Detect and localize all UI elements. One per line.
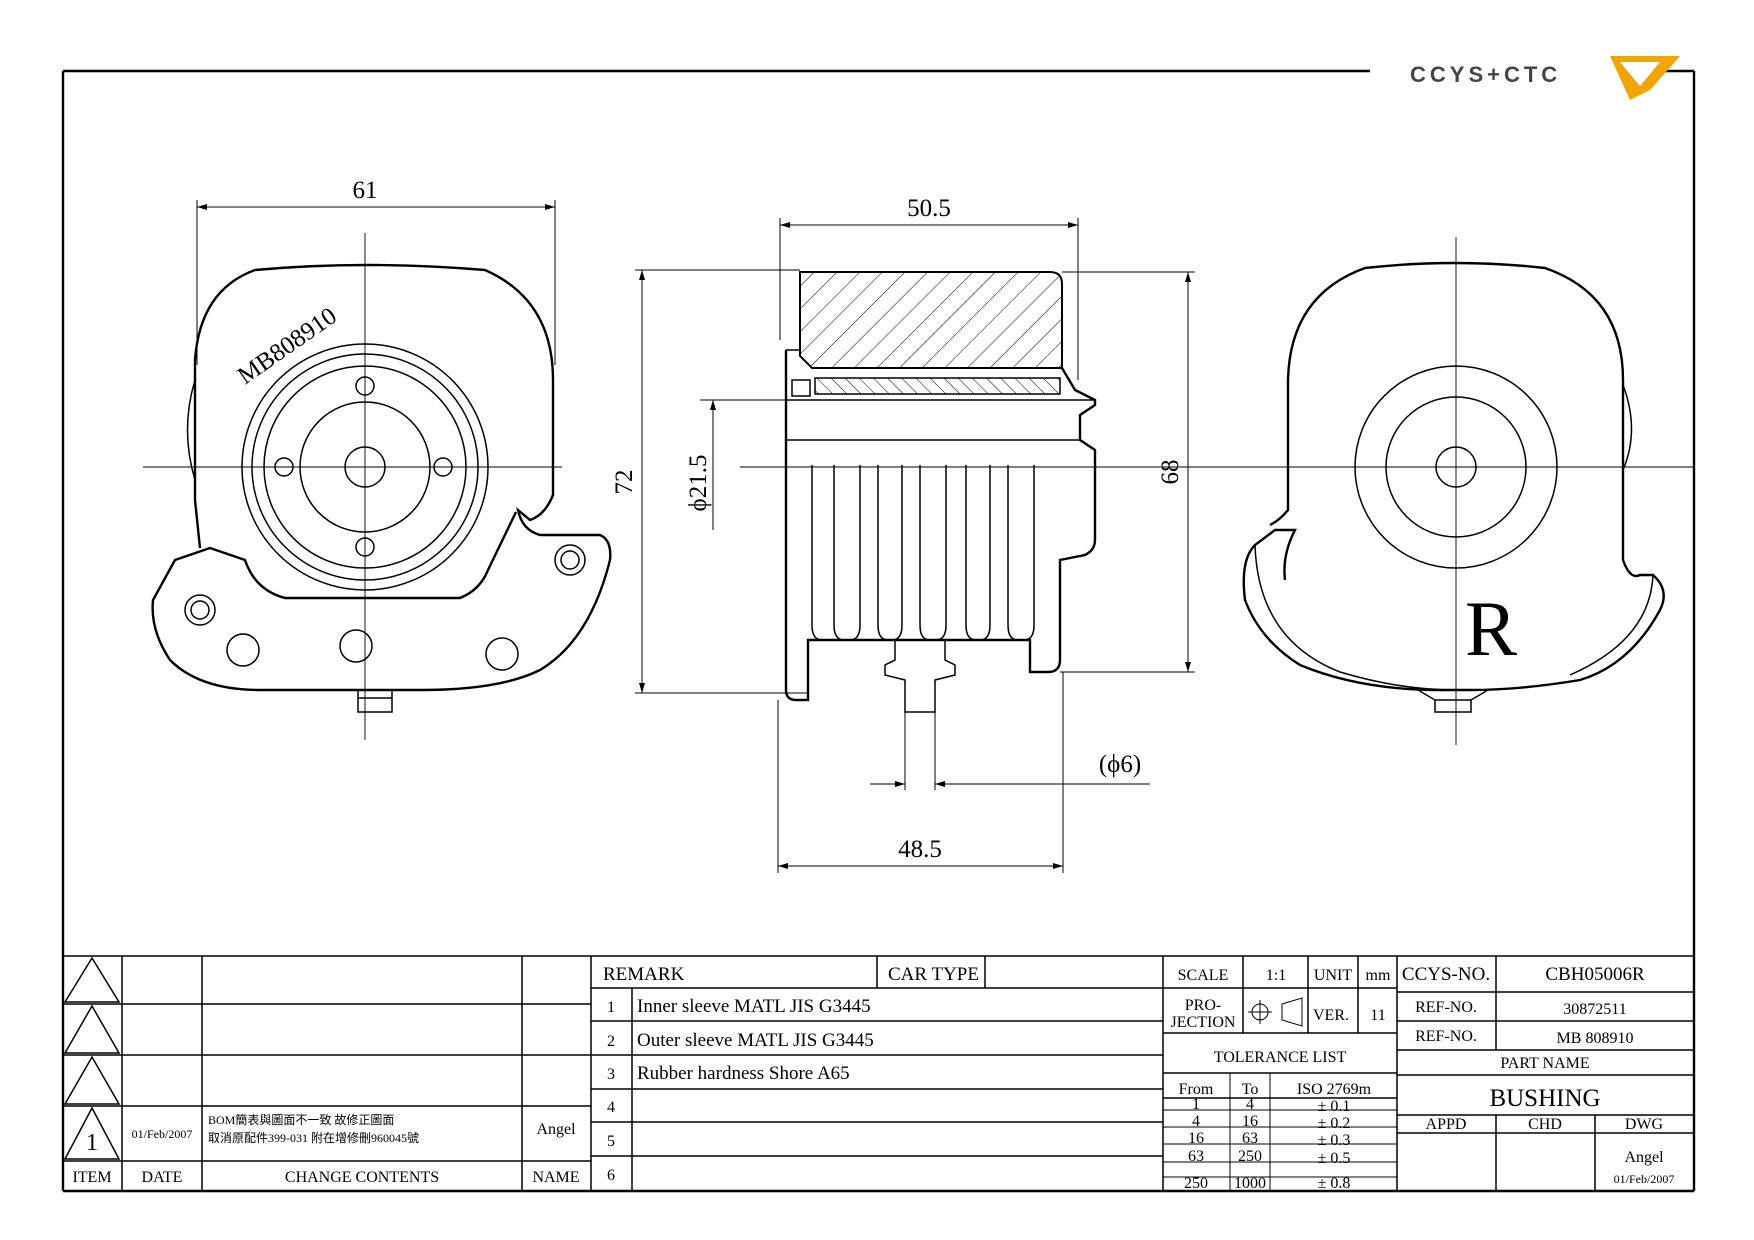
tol-from: 250	[1184, 1175, 1208, 1192]
remark-text: Rubber hardness Shore A65	[637, 1063, 850, 1084]
remark-table: REMARK CAR TYPE 1 Inner sleeve MATL JIS …	[591, 956, 1164, 1191]
front-view: MB808910 61	[143, 177, 612, 740]
company-logo: CCYS+CTC	[1410, 56, 1680, 100]
part-name-label: PART NAME	[1500, 1055, 1589, 1072]
remark-text: Outer sleeve MATL JIS G3445	[637, 1030, 874, 1051]
revision-change-line2: 取消原配件399-031 附在增修刪960045號	[208, 1130, 419, 1145]
tol-to: 1000	[1234, 1175, 1266, 1192]
tol-to: 250	[1238, 1148, 1262, 1165]
header-change-contents: CHANGE CONTENTS	[285, 1169, 439, 1186]
revision-change-line1: BOM簡表與圖面不一致 故修正圖面	[208, 1112, 394, 1127]
dwg-label: DWG	[1625, 1116, 1664, 1133]
tol-from: 63	[1188, 1148, 1204, 1165]
dwg-date: 01/Feb/2007	[1614, 1172, 1675, 1186]
tol-from: 1	[1192, 1096, 1200, 1113]
revision-item: 1	[86, 1130, 98, 1156]
header-item: ITEM	[72, 1169, 111, 1186]
tol-to: 16	[1242, 1113, 1258, 1130]
remark-no: 2	[607, 1033, 615, 1050]
ref-no-value-1: 30872511	[1563, 1001, 1626, 1018]
ccys-no-label: CCYS-NO.	[1402, 964, 1490, 985]
revision-triangle-icon	[63, 956, 121, 1160]
remark-no: 5	[607, 1133, 615, 1150]
revision-table: 1 01/Feb/2007 BOM簡表與圖面不一致 故修正圖面 取消原配件399…	[63, 955, 1694, 1191]
side-height-dimension: 68	[1157, 460, 1184, 485]
side-section-view: 50.5 72 ϕ21.5 68 (ϕ6) 48.5	[611, 195, 1240, 873]
tol-value: ± 0.5	[1318, 1150, 1351, 1167]
car-type-label: CAR TYPE	[888, 964, 979, 985]
unit-label: UNIT	[1314, 967, 1352, 984]
rear-view: R	[1230, 237, 1694, 745]
ver-value: 11	[1370, 1007, 1385, 1024]
header-name: NAME	[532, 1169, 579, 1186]
projection-symbol-icon	[1248, 997, 1303, 1027]
revision-date: 01/Feb/2007	[132, 1127, 193, 1141]
revision-name: Angel	[536, 1121, 576, 1138]
pin-diameter-dimension: (ϕ6)	[1099, 751, 1141, 778]
tol-from-header: From	[1179, 1081, 1214, 1098]
side-mark-label: R	[1465, 585, 1517, 672]
tol-to-header: To	[1242, 1081, 1259, 1098]
tol-value: ± 0.1	[1318, 1098, 1351, 1115]
tol-iso-header: ISO 2769m	[1297, 1081, 1372, 1098]
scale-value: 1:1	[1266, 967, 1286, 984]
front-width-dimension: 61	[353, 177, 378, 204]
side-bottom-width-dimension: 48.5	[898, 836, 942, 863]
tol-to: 4	[1246, 1096, 1254, 1113]
side-top-width-dimension: 50.5	[907, 195, 951, 222]
projection-label-line2: JECTION	[1171, 1014, 1236, 1031]
tol-value: ± 0.3	[1318, 1132, 1351, 1149]
unit-value: mm	[1366, 967, 1391, 984]
logo-text: CCYS+CTC	[1410, 62, 1561, 87]
remark-label: REMARK	[603, 964, 685, 985]
ref-no-value-2: MB 808910	[1557, 1030, 1634, 1047]
remark-no: 1	[607, 999, 615, 1016]
ref-no-label-1: REF-NO.	[1415, 999, 1477, 1016]
remark-no: 4	[607, 1099, 615, 1116]
tol-to: 63	[1242, 1130, 1258, 1147]
scale-label: SCALE	[1178, 967, 1229, 984]
ref-no-label-2: REF-NO.	[1415, 1028, 1477, 1045]
tol-from: 16	[1188, 1130, 1204, 1147]
header-date: DATE	[142, 1169, 183, 1186]
projection-label-line1: PRO-	[1185, 997, 1221, 1014]
title-block: SCALE 1:1 UNIT mm PRO- JECTION VER. 11 T…	[1163, 956, 1694, 1192]
tol-value: ± 0.8	[1318, 1175, 1351, 1192]
tol-value: ± 0.2	[1318, 1115, 1351, 1132]
remark-no: 3	[607, 1066, 615, 1083]
tolerance-title: TOLERANCE LIST	[1214, 1049, 1347, 1066]
tol-from: 4	[1192, 1113, 1200, 1130]
chd-label: CHD	[1528, 1116, 1562, 1133]
ver-label: VER.	[1313, 1007, 1349, 1024]
remark-text: Inner sleeve MATL JIS G3445	[637, 996, 871, 1017]
overall-height-dimension: 72	[611, 470, 638, 495]
part-name-value: BUSHING	[1489, 1085, 1600, 1112]
ccys-no-value: CBH05006R	[1545, 964, 1645, 985]
remark-no: 6	[607, 1167, 615, 1184]
inner-diameter-dimension: ϕ21.5	[685, 455, 712, 512]
appd-label: APPD	[1426, 1116, 1467, 1133]
dwg-name: Angel	[1624, 1149, 1664, 1166]
part-marking-label: MB808910	[233, 302, 342, 389]
